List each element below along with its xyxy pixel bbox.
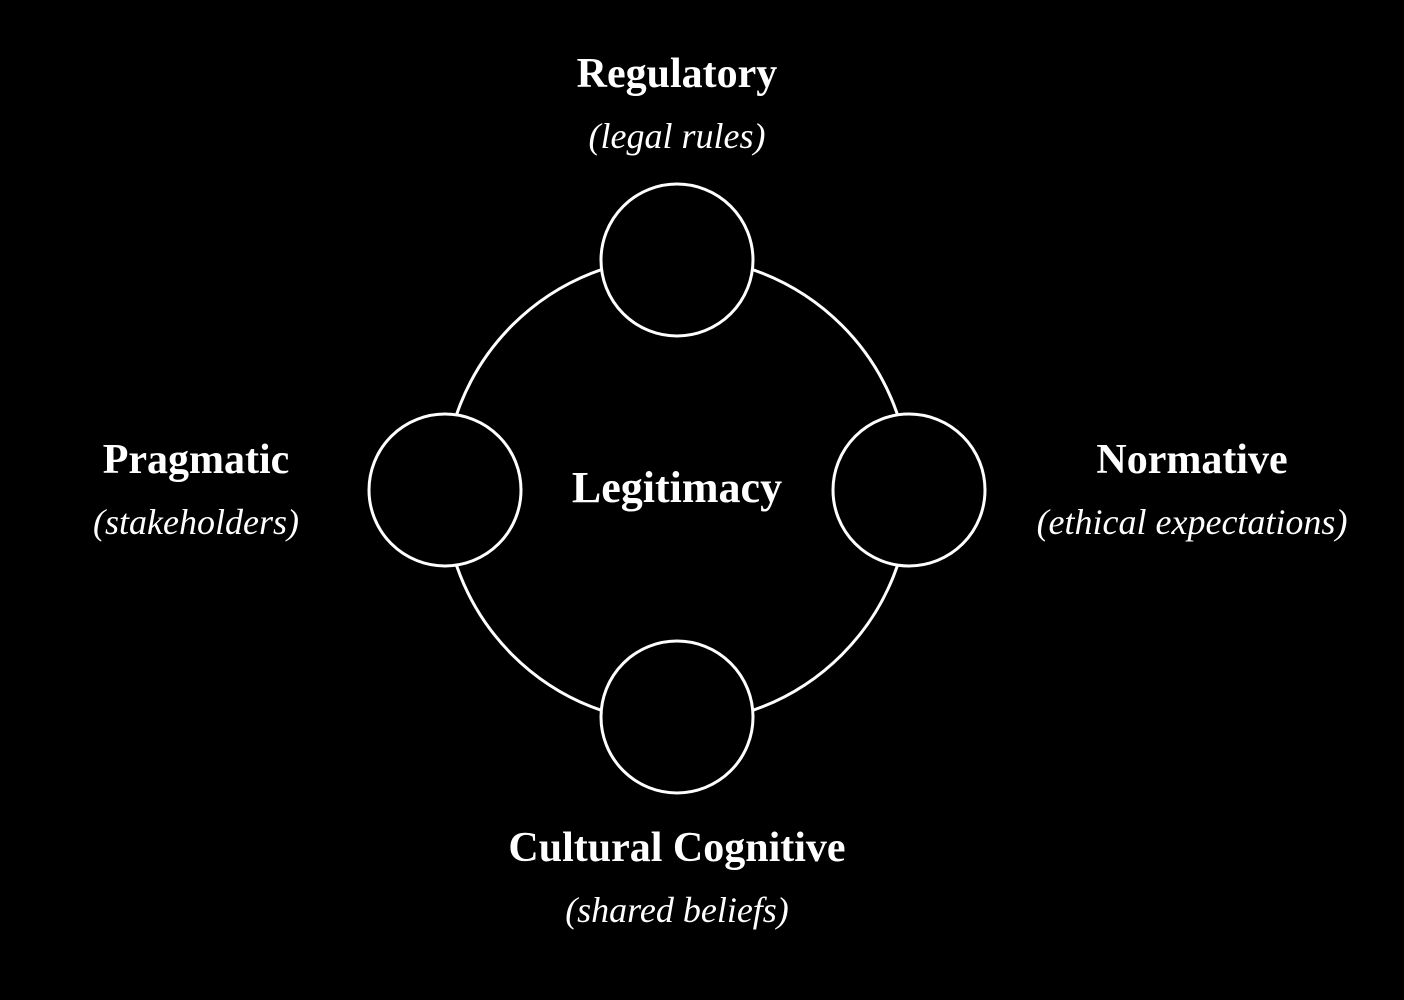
regulatory-label: Regulatory (legal rules)	[477, 50, 877, 158]
cultural-cognitive-subtitle: (shared beliefs)	[565, 890, 789, 930]
normative-label: Normative (ethical expectations)	[1012, 436, 1372, 544]
cultural-cognitive-label: Cultural Cognitive (shared beliefs)	[427, 824, 927, 932]
normative-node-circle	[831, 412, 987, 568]
normative-subtitle: (ethical expectations)	[1036, 502, 1348, 542]
regulatory-node-circle	[599, 182, 755, 338]
regulatory-subtitle: (legal rules)	[588, 116, 766, 156]
cultural-cognitive-node-circle	[599, 639, 755, 795]
center-label: Legitimacy	[571, 463, 783, 512]
pragmatic-label: Pragmatic (stakeholders)	[60, 436, 332, 544]
pragmatic-subtitle: (stakeholders)	[93, 502, 299, 542]
pragmatic-node-circle	[367, 412, 523, 568]
regulatory-title: Regulatory	[576, 51, 778, 97]
cultural-cognitive-title: Cultural Cognitive	[508, 825, 846, 871]
normative-title: Normative	[1096, 437, 1288, 483]
pragmatic-title: Pragmatic	[102, 437, 290, 483]
